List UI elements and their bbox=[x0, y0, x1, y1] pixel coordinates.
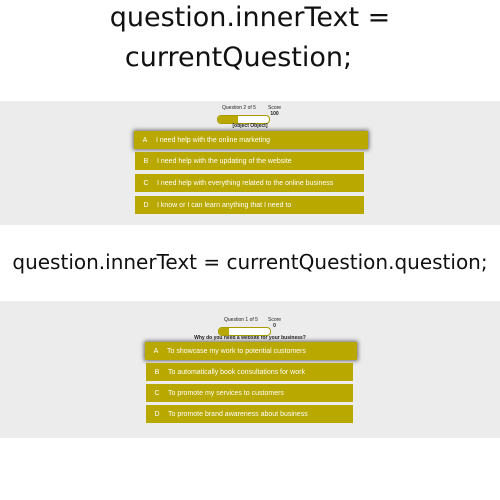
progress-bar-fill bbox=[219, 328, 230, 335]
choice-prefix: D bbox=[143, 201, 149, 209]
score-value: 100 bbox=[270, 111, 279, 117]
progress-text: Question 2 of 5 bbox=[222, 105, 256, 111]
code-caption-top-line1: question.innerText = bbox=[109, 2, 391, 33]
progress-bar-fill bbox=[218, 116, 239, 123]
progress-bar bbox=[217, 115, 270, 124]
choice-text: I need help with the updating of the web… bbox=[157, 157, 292, 165]
score-hud: Score 0 bbox=[268, 317, 281, 329]
choice-option-b[interactable]: B I need help with the updating of the w… bbox=[135, 152, 364, 170]
quiz-screenshot-2: Question 1 of 5 Score 0 Why do you need … bbox=[0, 301, 500, 438]
choice-prefix: B bbox=[143, 157, 149, 165]
choice-option-d[interactable]: D To promote brand awareness about busin… bbox=[146, 405, 353, 423]
choice-prefix: D bbox=[154, 410, 160, 418]
score-label: Score bbox=[268, 317, 282, 323]
choice-text: I know or I can learn anything that I ne… bbox=[157, 201, 292, 209]
question-text: [object Object] bbox=[232, 123, 268, 129]
code-caption-middle: question.innerText = currentQuestion.que… bbox=[12, 250, 488, 274]
choice-option-d[interactable]: D I know or I can learn anything that I … bbox=[135, 196, 364, 214]
choice-option-a[interactable]: A To showcase my work to potential custo… bbox=[145, 342, 357, 360]
score-label: Score bbox=[268, 105, 282, 111]
choice-text: I need help with everything related to t… bbox=[157, 179, 334, 187]
code-caption-top-line2: currentQuestion; bbox=[124, 42, 353, 73]
choice-option-b[interactable]: B To automatically book consultations fo… bbox=[146, 363, 353, 381]
choice-prefix: C bbox=[143, 179, 149, 187]
quiz-screenshot-1: Question 2 of 5 Score 100 [object Object… bbox=[0, 101, 500, 225]
choice-option-c[interactable]: C To promote my services to customers bbox=[146, 384, 353, 402]
choice-option-a[interactable]: A I need help with the online marketing bbox=[134, 131, 368, 149]
choice-prefix: A bbox=[153, 347, 159, 355]
choice-text: To showcase my work to potential custome… bbox=[167, 347, 306, 355]
choice-text: To automatically book consultations for … bbox=[168, 368, 305, 376]
score-hud: Score 100 bbox=[268, 105, 281, 117]
question-text: Why do you need a website for your busin… bbox=[194, 335, 306, 341]
choice-text: To promote brand awareness about busines… bbox=[168, 410, 308, 418]
choice-text: To promote my services to customers bbox=[168, 389, 284, 397]
choice-text: I need help with the online marketing bbox=[156, 136, 271, 144]
choice-prefix: A bbox=[142, 136, 148, 144]
progress-bar bbox=[218, 327, 271, 336]
choice-prefix: C bbox=[154, 389, 160, 397]
choice-prefix: B bbox=[154, 368, 160, 376]
score-value: 0 bbox=[273, 323, 276, 329]
progress-text-hud: Question 2 of 5 bbox=[222, 105, 256, 111]
progress-text: Question 1 of 5 bbox=[224, 317, 258, 323]
progress-text-hud: Question 1 of 5 bbox=[224, 317, 258, 323]
choice-option-c[interactable]: C I need help with everything related to… bbox=[135, 174, 364, 192]
